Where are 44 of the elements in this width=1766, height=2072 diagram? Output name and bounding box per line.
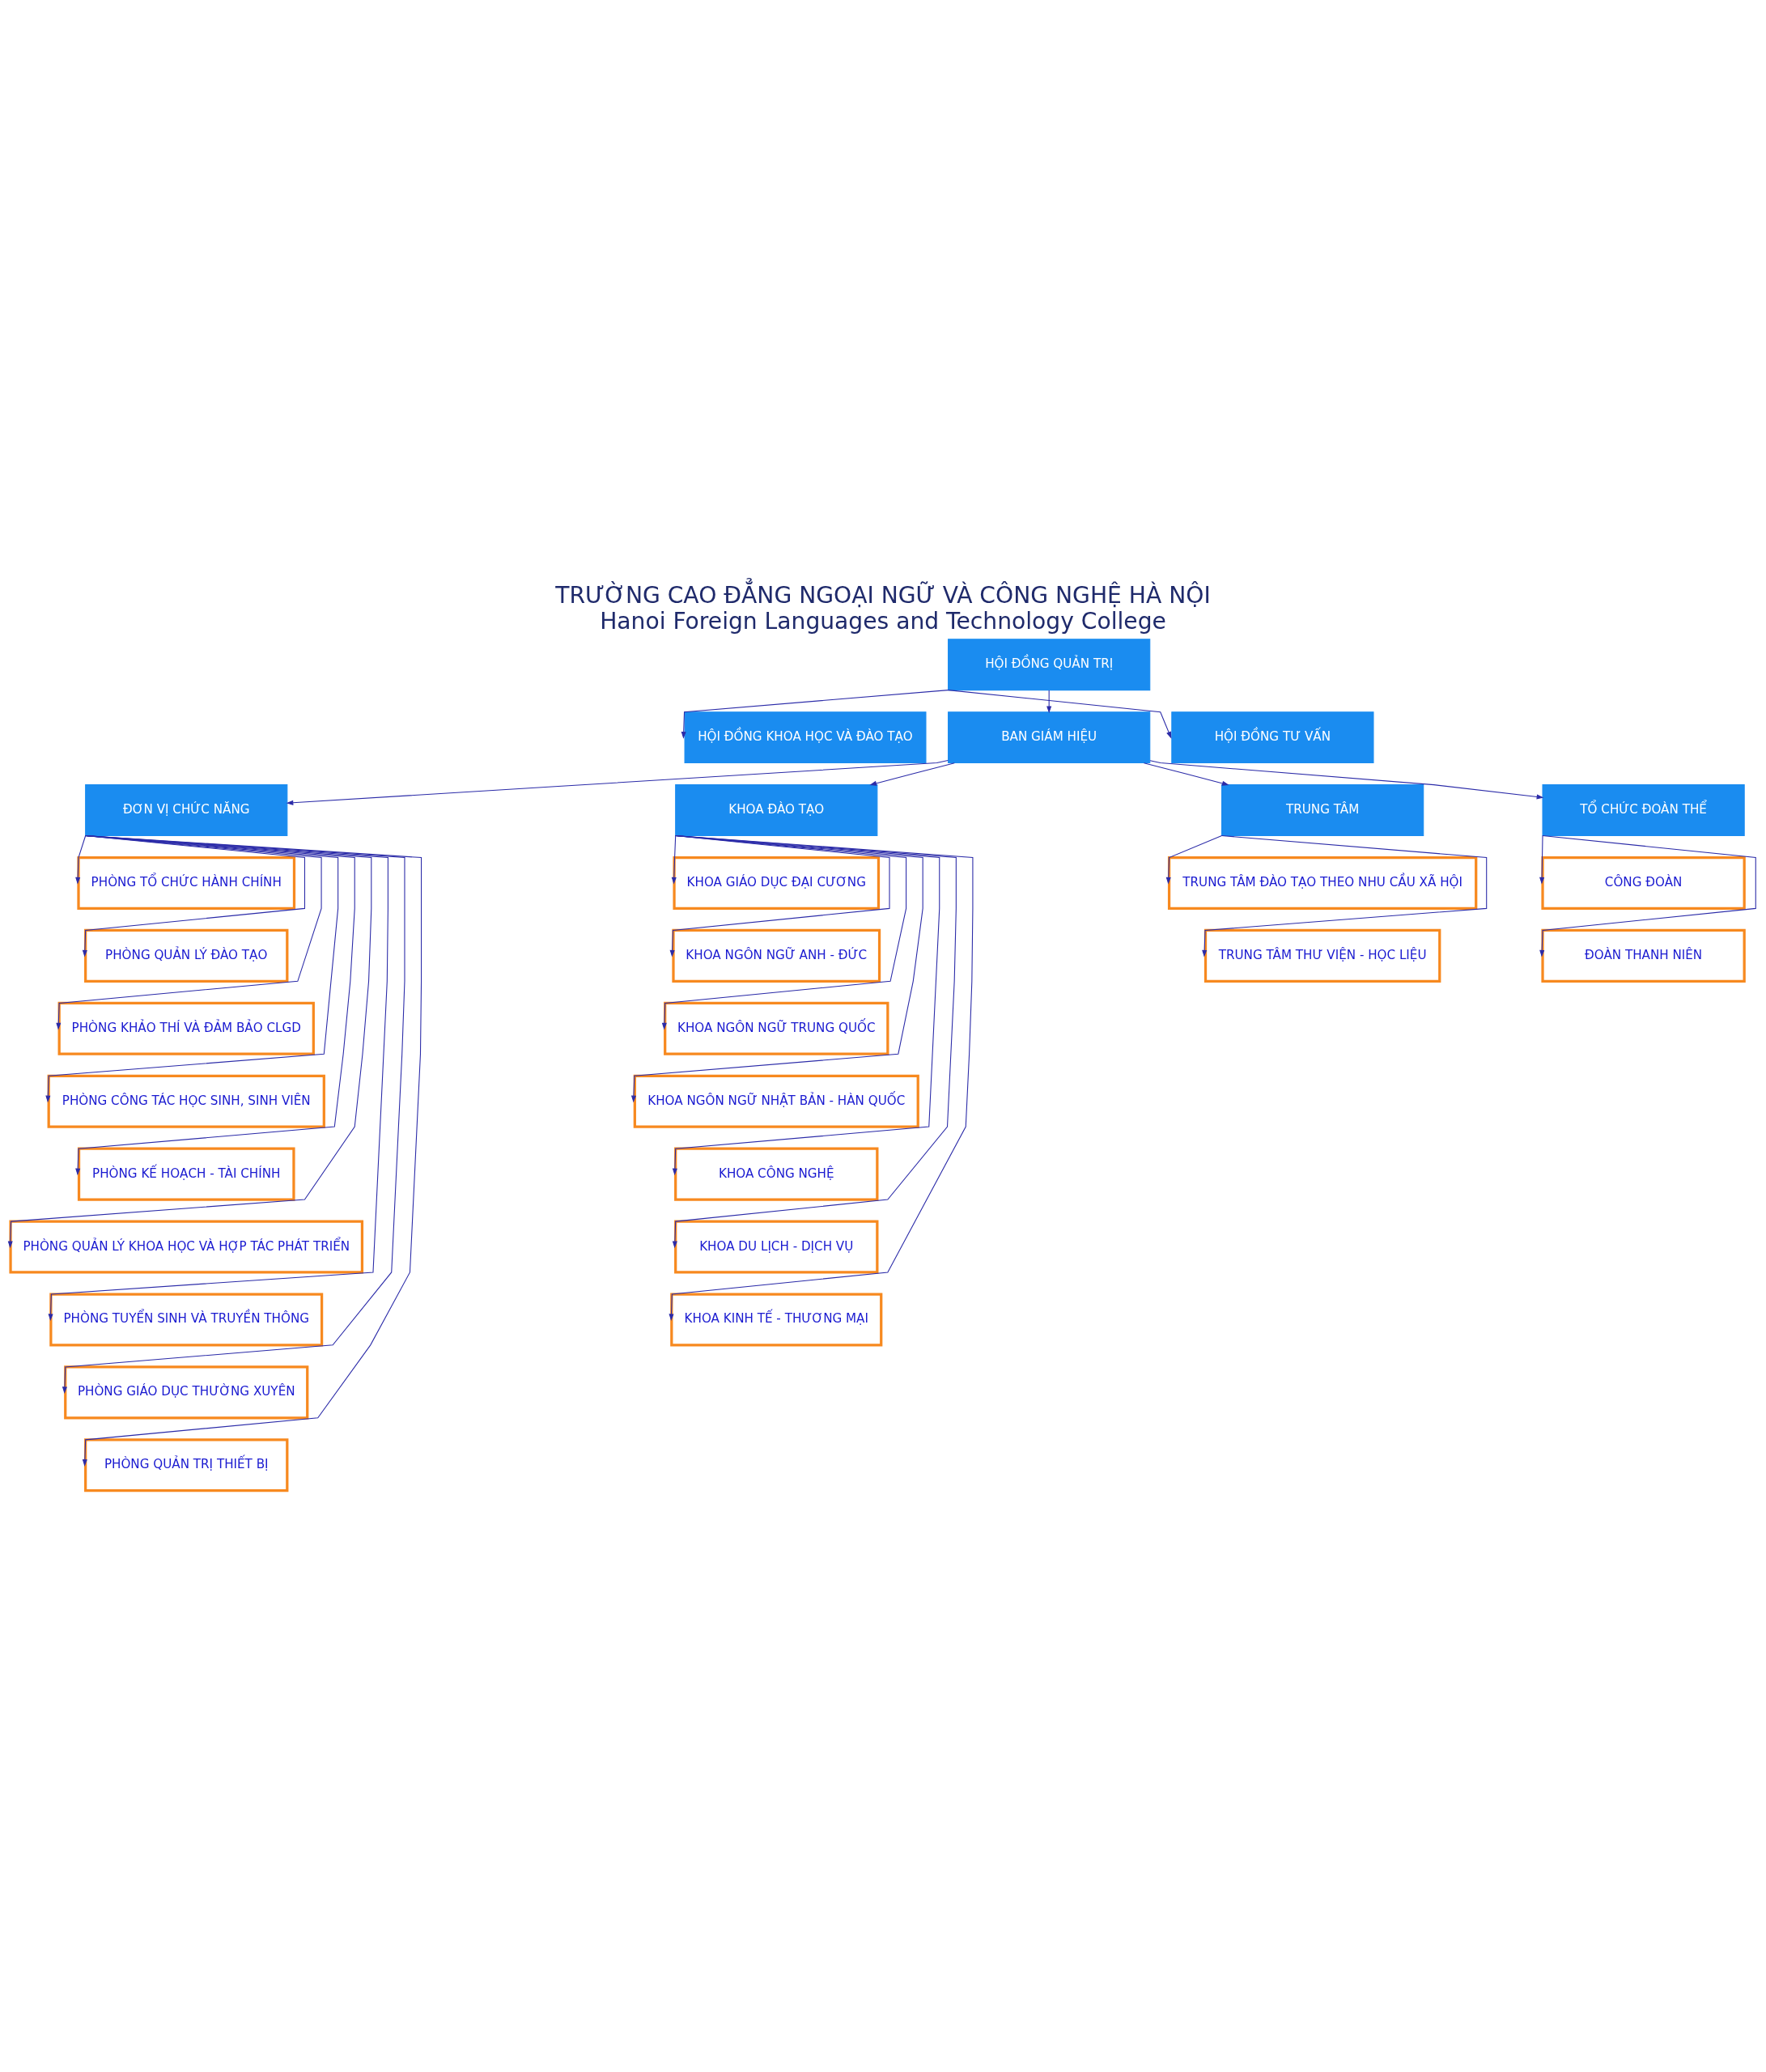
arrow: [286, 760, 949, 805]
arrow: [1143, 762, 1229, 786]
node-box: KHOA CÔNG NGHỆ: [674, 1147, 879, 1201]
node-box: KHOA DU LỊCH - DỊCH VỤ: [674, 1220, 879, 1274]
arrow: [869, 762, 955, 786]
arrow: [45, 834, 339, 1103]
node-box: BAN GIÁM HIỆU: [948, 711, 1151, 764]
arrow: [75, 834, 355, 1176]
arrow: [82, 834, 306, 957]
node-box: HỘI ĐỒNG KHOA HỌC VÀ ĐÀO TẠO: [684, 711, 927, 764]
node-box: KHOA NGÔN NGỮ NHẬT BẢN - HÀN QUỐC: [633, 1074, 919, 1128]
caption: Hanoi Foreign Languages and Technology College: [600, 607, 1166, 635]
arrow: [630, 834, 923, 1103]
node-box: KHOA NGÔN NGỮ TRUNG QUỐC: [664, 1001, 889, 1055]
arrow: [672, 834, 940, 1176]
arrow: [948, 690, 1172, 739]
arrow: [75, 834, 87, 885]
arrow: [672, 834, 957, 1249]
node-box: HỘI ĐỒNG TƯ VẤN: [1171, 711, 1374, 764]
arrow: [1165, 834, 1223, 885]
arrow: [1149, 760, 1544, 800]
arrow: [82, 834, 422, 1467]
arrow: [48, 834, 388, 1322]
arrow: [1046, 690, 1052, 714]
node-box: PHÒNG GIÁO DỤC THƯỜNG XUYÊN: [64, 1365, 309, 1420]
arrow: [681, 690, 949, 739]
node-box: ĐƠN VỊ CHỨC NĂNG: [85, 784, 288, 836]
arrow: [671, 834, 677, 885]
arrow: [669, 834, 974, 1322]
arrow: [1202, 834, 1488, 957]
node-box: TRUNG TÂM: [1221, 784, 1424, 836]
arrow: [661, 834, 907, 1030]
arrow: [669, 834, 890, 957]
arrow: [1539, 834, 1545, 885]
node-box: KHOA NGÔN NGỮ ANH - ĐỨC: [672, 928, 881, 983]
arrow: [62, 834, 405, 1394]
node-box: HỘI ĐỒNG QUẢN TRỊ: [948, 639, 1151, 691]
node-box: KHOA ĐÀO TẠO: [675, 784, 878, 836]
arrow: [1539, 834, 1756, 957]
node-box: PHÒNG QUẢN LÝ ĐÀO TẠO: [84, 928, 289, 983]
arrow: [7, 834, 372, 1249]
node-box: TỔ CHỨC ĐOÀN THỂ: [1542, 784, 1745, 836]
node-box: PHÒNG QUẢN TRỊ THIẾT BỊ: [84, 1438, 289, 1492]
arrow: [56, 834, 322, 1030]
